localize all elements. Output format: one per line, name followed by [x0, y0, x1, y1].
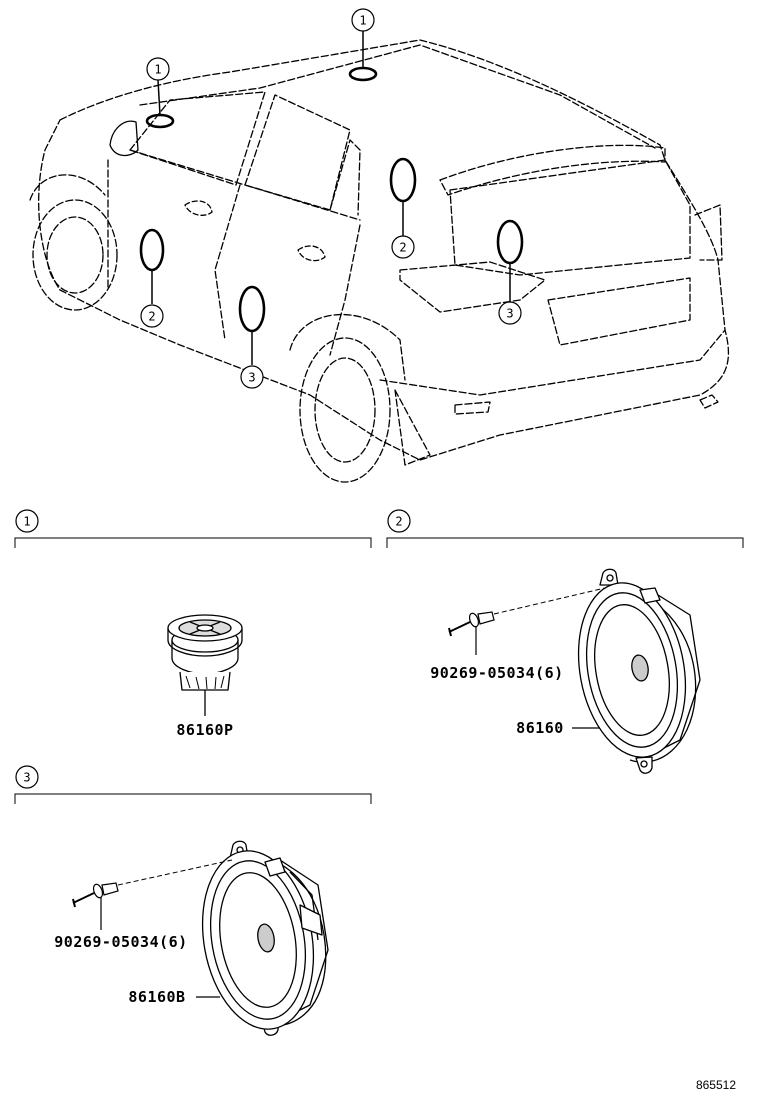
figure-number: 865512: [696, 1078, 736, 1092]
rear-door-speaker-marker: [238, 285, 266, 333]
section-2-header: 2: [386, 509, 744, 548]
vehicle-callouts: 1 1 2 2 3 3: [140, 8, 522, 389]
callout-1-roof: 1: [351, 8, 375, 32]
callout-2-front-door: 2: [140, 304, 164, 328]
speaker-location-markers: [139, 66, 524, 333]
vehicle-illustration: [29, 39, 730, 483]
callout-leaders: [151, 31, 511, 365]
part-number-86160P: 86160P: [176, 721, 233, 739]
svg-text:1: 1: [359, 14, 366, 28]
tweeter-marker-dash: [145, 113, 175, 129]
part-number-86160B: 86160B: [128, 988, 185, 1006]
front-screw-illustration: [448, 587, 606, 655]
callout-3-hatch: 3: [498, 301, 522, 325]
section-3-header: 3: [14, 765, 372, 804]
rear-speaker-illustration: [201, 840, 329, 1036]
tweeter-speaker-illustration: [167, 614, 243, 716]
svg-text:2: 2: [148, 310, 155, 324]
svg-text:2: 2: [399, 241, 406, 255]
svg-text:3: 3: [248, 371, 255, 385]
svg-text:3: 3: [23, 771, 30, 785]
tweeter-marker-roof: [348, 66, 378, 82]
part-number-86160: 86160: [516, 719, 564, 737]
svg-text:2: 2: [395, 515, 402, 529]
front-speaker-illustration: [577, 568, 701, 774]
callout-1-dash: 1: [146, 57, 170, 81]
callout-3-rear-door: 3: [240, 365, 264, 389]
rear-screw-illustration: [72, 859, 233, 930]
front-door-speaker-marker: [139, 228, 165, 272]
hatch-speaker-marker: [496, 219, 524, 265]
svg-text:3: 3: [506, 307, 513, 321]
section-1-header: 1: [14, 509, 372, 548]
svg-text:1: 1: [23, 515, 30, 529]
part-number-screw-front: 90269-05034(6): [430, 664, 563, 682]
rear-quarter-speaker-marker: [389, 157, 417, 203]
part-number-screw-rear: 90269-05034(6): [54, 933, 187, 951]
svg-text:1: 1: [154, 63, 161, 77]
callout-2-quarter: 2: [391, 235, 415, 259]
